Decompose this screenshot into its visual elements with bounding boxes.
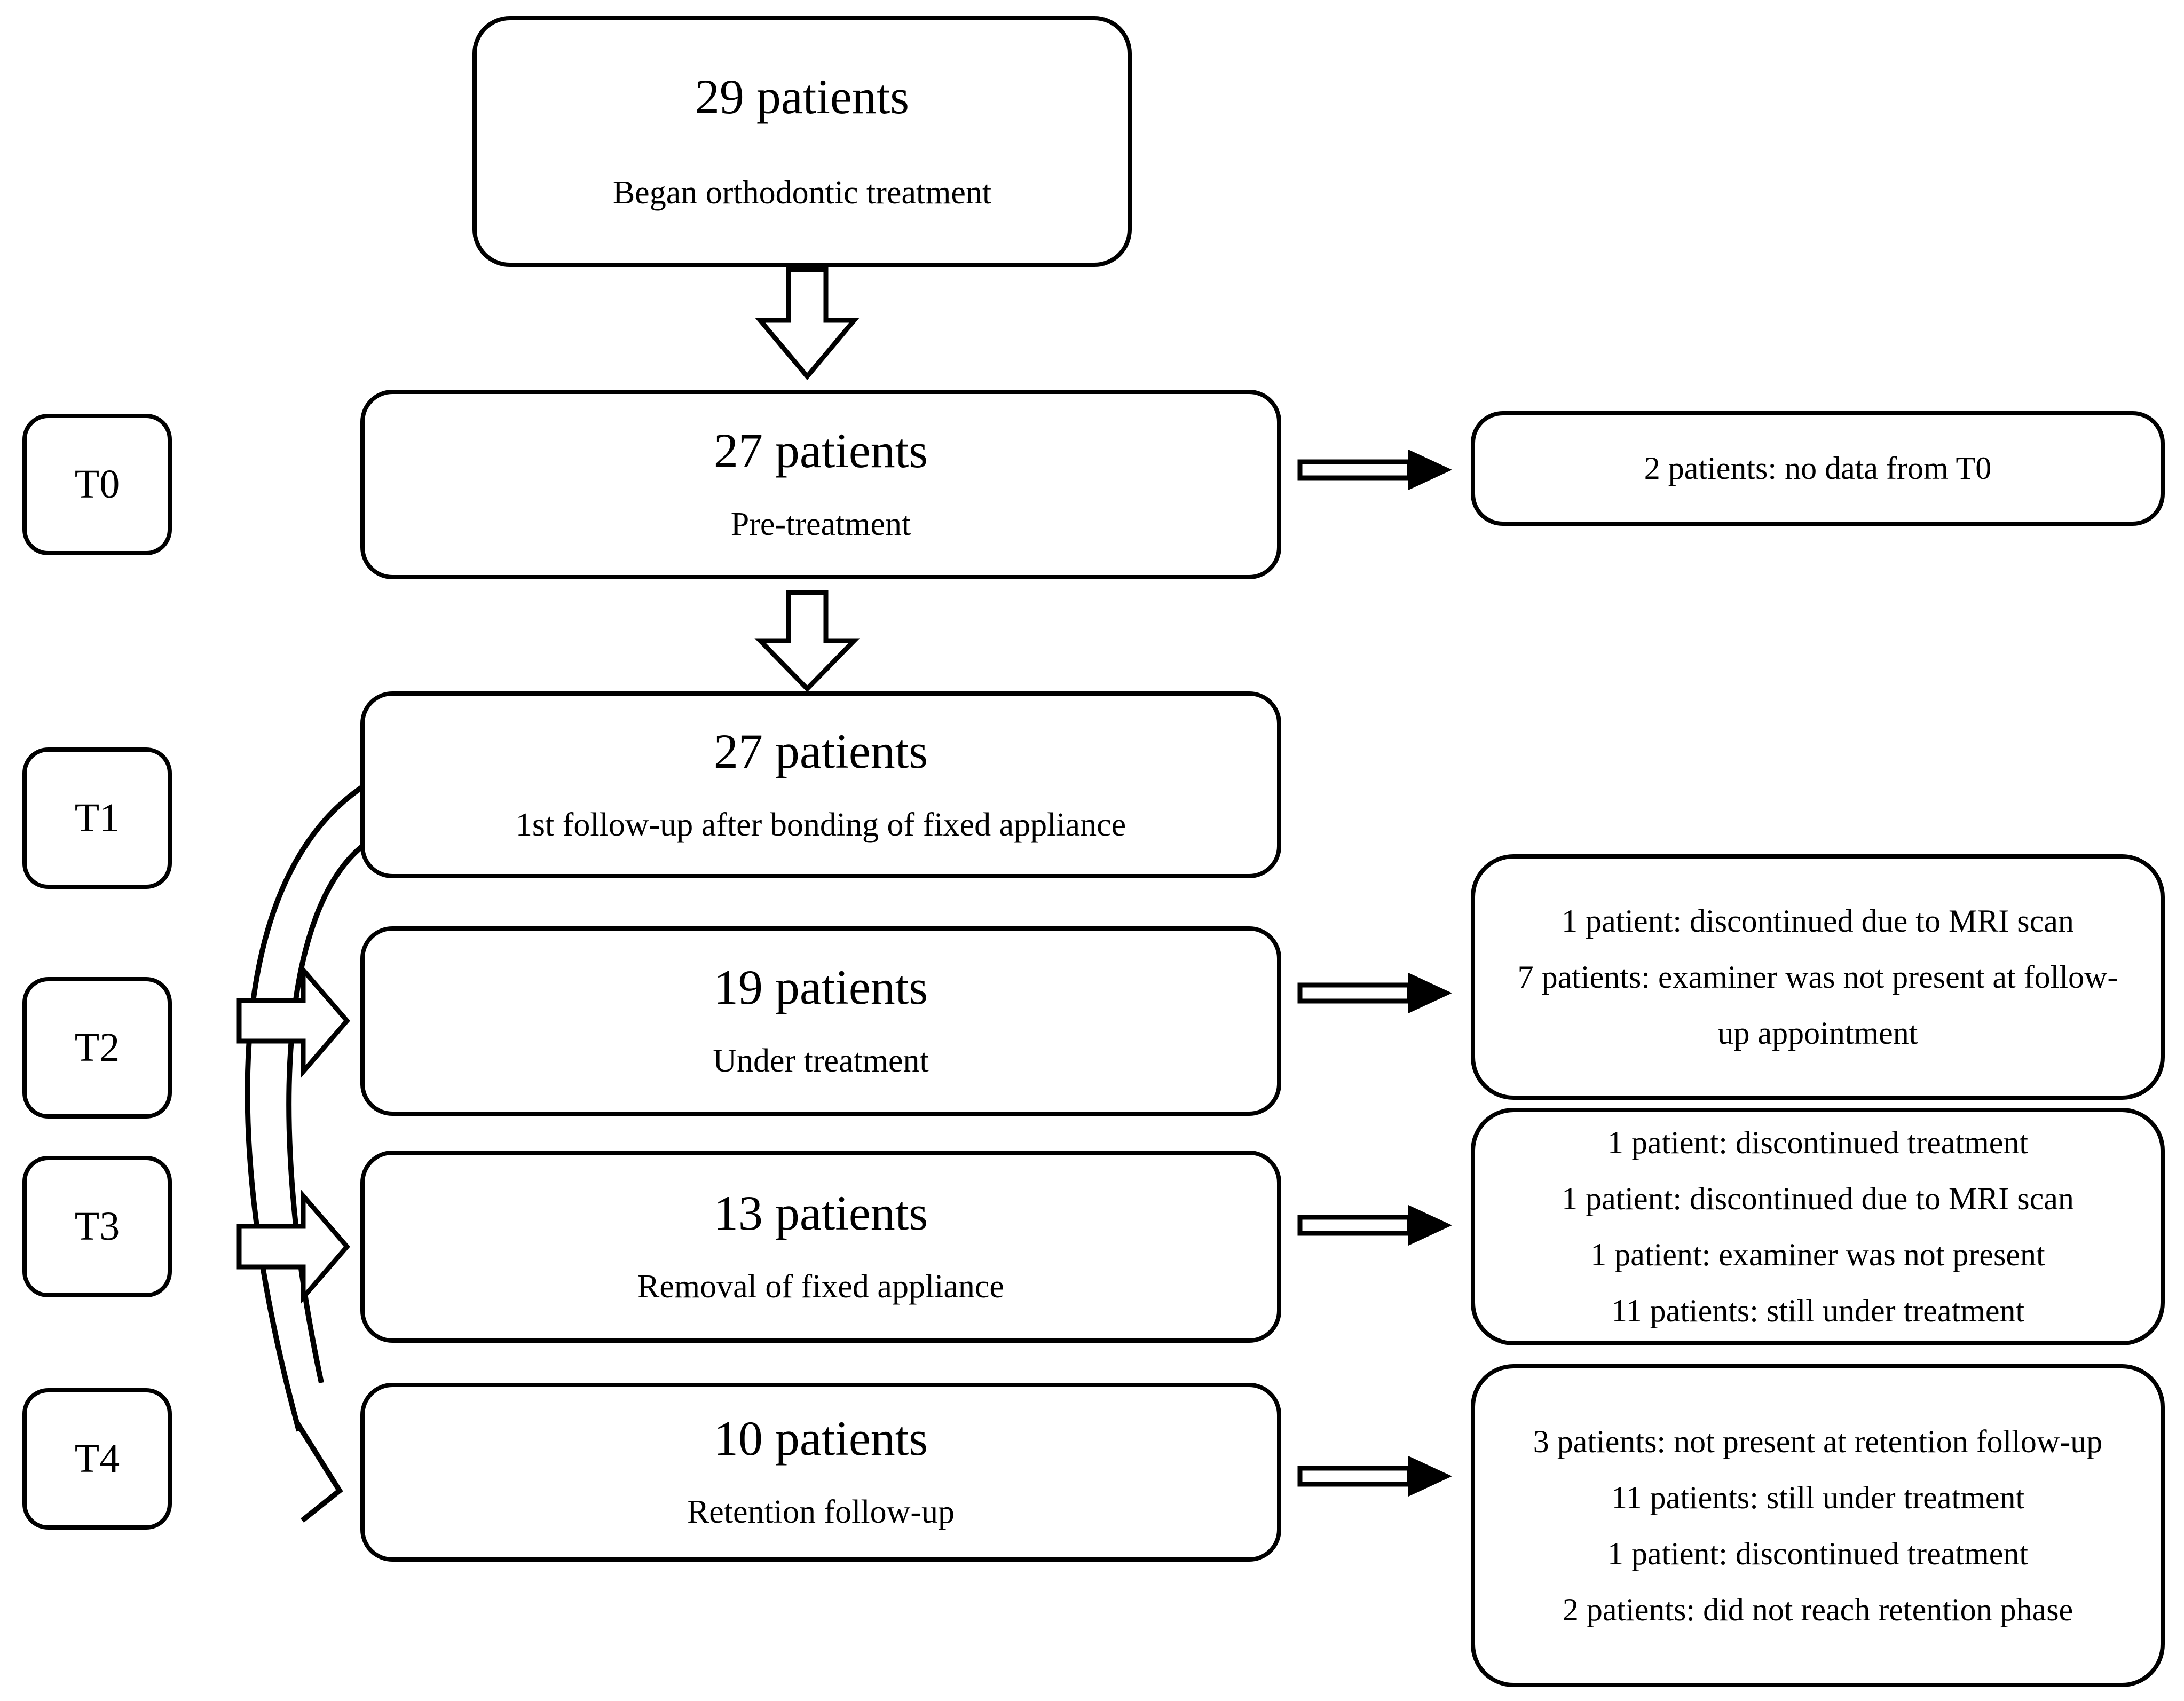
down-arrow-icon bbox=[754, 590, 860, 692]
box-stage-t1: 27 patients 1st follow-up after bonding … bbox=[360, 691, 1281, 878]
exclusion-line: 7 patients: examiner was not present at … bbox=[1517, 959, 2118, 1051]
box-stage-t3: 13 patients Removal of fixed appliance bbox=[360, 1151, 1281, 1343]
exclusion-line: 3 patients: not present at retention fol… bbox=[1533, 1423, 2103, 1459]
curved-arrow-head-icon bbox=[294, 1421, 343, 1523]
exclusion-line: 2 patients: did not reach retention phas… bbox=[1562, 1592, 2073, 1627]
timepoint-label-t1: T1 bbox=[22, 747, 172, 889]
exclusion-line: 11 patients: still under treatment bbox=[1611, 1479, 2025, 1515]
box-stage-t2: 19 patients Under treatment bbox=[360, 926, 1281, 1116]
exclusion-line: 11 patients: still under treatment bbox=[1611, 1293, 2025, 1328]
timepoint-text: T1 bbox=[74, 796, 120, 840]
timepoint-label-t0: T0 bbox=[22, 414, 172, 555]
timepoint-label-t3: T3 bbox=[22, 1156, 172, 1297]
stage-label: Removal of fixed appliance bbox=[637, 1268, 1004, 1305]
box-exclusions-t4: 3 patients: not present at retention fol… bbox=[1471, 1364, 2165, 1687]
patient-count: 10 patients bbox=[713, 1411, 928, 1466]
timepoint-text: T3 bbox=[74, 1204, 120, 1249]
curved-arrow-outer bbox=[245, 781, 369, 1432]
patient-count: 13 patients bbox=[713, 1185, 928, 1240]
patient-count: 27 patients bbox=[713, 723, 928, 778]
stage-label: Began orthodontic treatment bbox=[612, 174, 992, 211]
patient-count: 27 patients bbox=[713, 423, 928, 478]
stage-label: Under treatment bbox=[713, 1043, 929, 1080]
box-exclusions-t0: 2 patients: no data from T0 bbox=[1471, 411, 2165, 526]
stage-label: 1st follow-up after bonding of fixed app… bbox=[515, 806, 1126, 843]
down-arrow-icon bbox=[755, 267, 860, 381]
box-exclusions-t2: 1 patient: discontinued due to MRI scan … bbox=[1471, 854, 2165, 1100]
timepoint-label-t4: T4 bbox=[22, 1388, 172, 1530]
timepoint-label-t2: T2 bbox=[22, 977, 172, 1119]
timepoint-text: T0 bbox=[74, 462, 120, 507]
exclusion-line: 1 patient: examiner was not present bbox=[1590, 1237, 2045, 1272]
exclusion-line: 1 patient: discontinued due to MRI scan bbox=[1562, 903, 2074, 939]
box-stage-t4: 10 patients Retention follow-up bbox=[360, 1383, 1281, 1562]
stage-label: Retention follow-up bbox=[687, 1494, 955, 1531]
patient-count: 29 patients bbox=[695, 69, 910, 124]
right-block-arrow-icon bbox=[236, 1189, 350, 1304]
right-arrow-icon bbox=[1297, 450, 1452, 490]
right-arrow-icon bbox=[1297, 1205, 1452, 1246]
stage-label: Pre-treatment bbox=[730, 506, 911, 543]
timepoint-text: T4 bbox=[74, 1436, 120, 1481]
timepoint-text: T2 bbox=[74, 1025, 120, 1070]
right-arrow-icon bbox=[1297, 1456, 1452, 1497]
exclusion-line: 1 patient: discontinued due to MRI scan bbox=[1562, 1180, 2074, 1216]
box-began-treatment: 29 patients Began orthodontic treatment bbox=[472, 16, 1132, 267]
exclusion-line: 1 patient: discontinued treatment bbox=[1607, 1535, 2029, 1571]
right-arrow-icon bbox=[1297, 973, 1452, 1013]
exclusion-line: 2 patients: no data from T0 bbox=[1644, 451, 1992, 486]
patient-count: 19 patients bbox=[713, 960, 928, 1015]
box-stage-t0: 27 patients Pre-treatment bbox=[360, 390, 1281, 579]
right-block-arrow-icon bbox=[236, 963, 350, 1078]
exclusion-line: 1 patient: discontinued treatment bbox=[1607, 1124, 2029, 1160]
box-exclusions-t3: 1 patient: discontinued treatment 1 pati… bbox=[1471, 1108, 2165, 1345]
curved-arrow-inner bbox=[286, 840, 369, 1384]
